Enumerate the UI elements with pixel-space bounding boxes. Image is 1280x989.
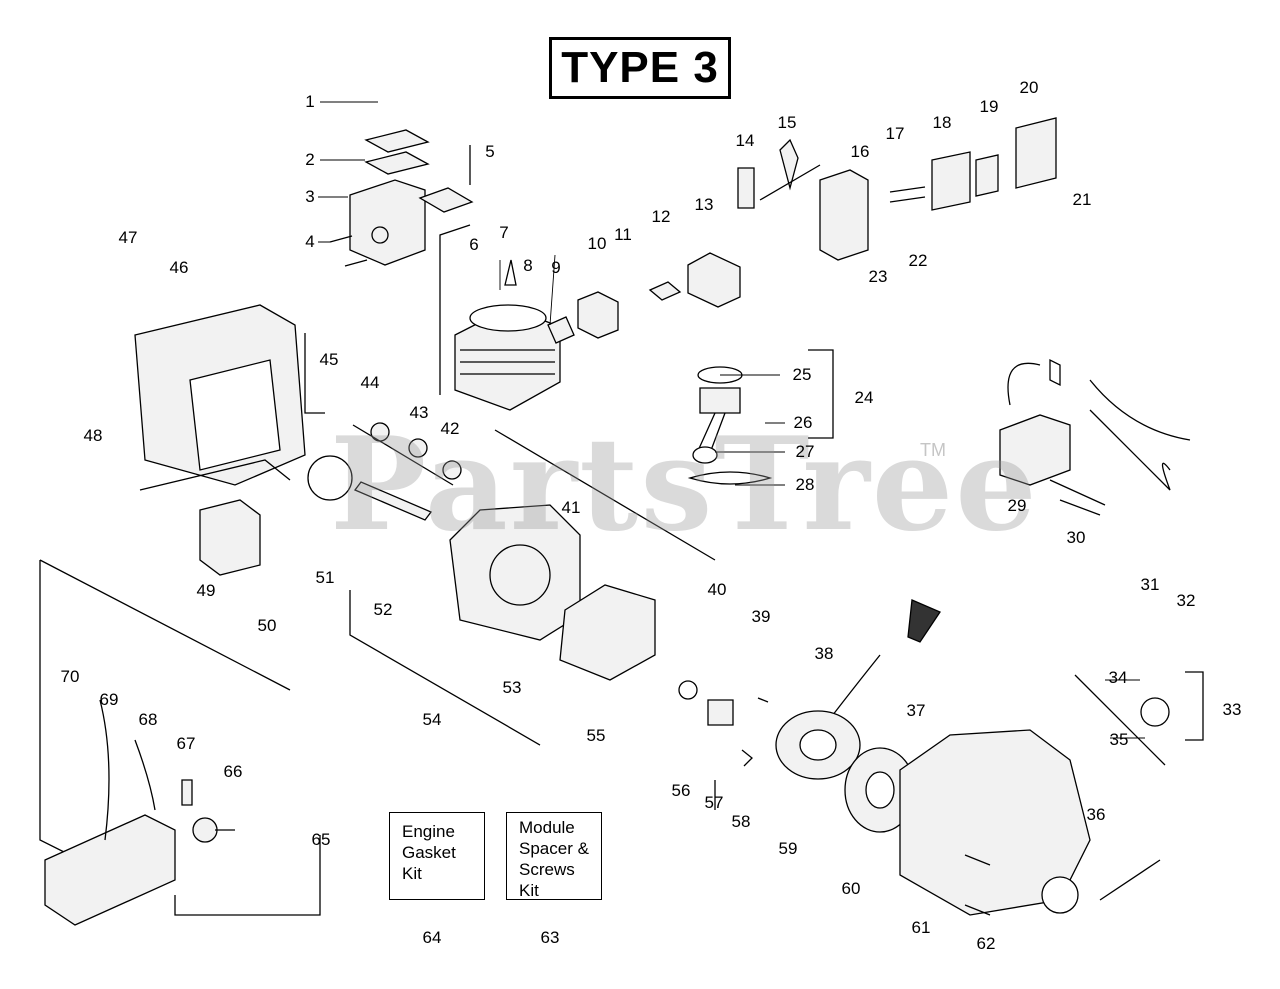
part-callout-41: 41 (561, 498, 581, 517)
part-callout-66: 66 (223, 762, 243, 781)
part-callout-58: 58 (731, 812, 751, 831)
part-callout-9: 9 (551, 258, 561, 277)
part-callout-7: 7 (499, 223, 509, 242)
kit-line: Spacer & (519, 839, 589, 858)
part-callout-14: 14 (735, 131, 755, 150)
part-callout-49: 49 (196, 581, 216, 600)
ignition-group (999, 358, 1191, 516)
kit-line: Kit (519, 881, 539, 900)
part-callout-27: 27 (795, 442, 815, 461)
part-callout-44: 44 (360, 373, 380, 392)
kit-line: Engine (402, 822, 455, 841)
part-callout-32: 32 (1176, 591, 1196, 610)
module-spacer-kit-box: Module Spacer & Screws Kit (506, 812, 602, 900)
crankcase-group (307, 422, 716, 746)
starter-group (678, 599, 941, 833)
part-callout-2: 2 (305, 150, 315, 169)
kit-line: Kit (402, 864, 422, 883)
part-callout-45: 45 (319, 350, 339, 369)
part-callout-33: 33 (1222, 700, 1242, 719)
part-callout-40: 40 (707, 580, 727, 599)
part-callout-69: 69 (99, 690, 119, 709)
part-callout-60: 60 (841, 879, 861, 898)
part-callout-57: 57 (704, 793, 724, 812)
part-callout-36: 36 (1086, 805, 1106, 824)
fuel-tank-group (44, 699, 321, 926)
part-callout-22: 22 (908, 251, 928, 270)
part-callout-16: 16 (850, 142, 870, 161)
cylinder-group (454, 252, 741, 411)
part-callout-67: 67 (176, 734, 196, 753)
part-callout-6: 6 (469, 235, 479, 254)
part-callout-68: 68 (138, 710, 158, 729)
part-callout-3: 3 (305, 187, 315, 206)
piston-group (687, 349, 834, 485)
muffler-group (329, 129, 474, 395)
kit-line: Gasket (402, 843, 456, 862)
part-callout-21: 21 (1072, 190, 1092, 209)
part-callout-4: 4 (305, 232, 315, 251)
part-callout-20: 20 (1019, 78, 1039, 97)
part-callout-34: 34 (1108, 668, 1128, 687)
part-callout-53: 53 (502, 678, 522, 697)
diagram-title: TYPE 3 (549, 37, 731, 99)
part-callout-39: 39 (751, 607, 771, 626)
part-callout-54: 54 (422, 710, 442, 729)
part-callout-65: 65 (311, 830, 331, 849)
part-callout-47: 47 (118, 228, 138, 247)
part-callout-50: 50 (257, 616, 277, 635)
part-callout-38: 38 (814, 644, 834, 663)
watermark-tm: TM (920, 440, 946, 460)
engine-gasket-kit-box: Engine Gasket Kit (389, 812, 485, 900)
part-callout-42: 42 (440, 419, 460, 438)
fan-housing (899, 671, 1204, 916)
part-callout-29: 29 (1007, 496, 1027, 515)
part-callout-28: 28 (795, 475, 815, 494)
air-filter-group (737, 117, 1057, 261)
part-callout-48: 48 (83, 426, 103, 445)
part-callout-64: 64 (422, 928, 442, 947)
part-callout-24: 24 (854, 388, 874, 407)
part-callout-56: 56 (671, 781, 691, 800)
part-callout-37: 37 (906, 701, 926, 720)
part-callout-62: 62 (976, 934, 996, 953)
part-callout-11: 11 (614, 225, 632, 244)
part-callout-46: 46 (169, 258, 189, 277)
part-callout-18: 18 (932, 113, 952, 132)
part-callout-59: 59 (778, 839, 798, 858)
part-callout-15: 15 (777, 113, 797, 132)
part-callout-13: 13 (694, 195, 714, 214)
part-callout-1: 1 (305, 92, 315, 111)
part-callout-23: 23 (868, 267, 888, 286)
part-callout-61: 61 (911, 918, 931, 937)
part-callout-10: 10 (587, 234, 607, 253)
part-callout-43: 43 (409, 403, 429, 422)
part-callout-70: 70 (60, 667, 80, 686)
part-callout-35: 35 (1109, 730, 1129, 749)
part-callout-5: 5 (485, 142, 495, 161)
part-callout-30: 30 (1066, 528, 1086, 547)
part-callout-26: 26 (793, 413, 813, 432)
kit-line: Module (519, 818, 575, 837)
part-callout-17: 17 (885, 124, 905, 143)
part-callout-31: 31 (1140, 575, 1160, 594)
kit-line: Screws (519, 860, 575, 879)
part-callout-55: 55 (586, 726, 606, 745)
part-callout-51: 51 (315, 568, 335, 587)
part-callout-8: 8 (523, 256, 533, 275)
part-callout-52: 52 (373, 600, 393, 619)
part-callout-25: 25 (792, 365, 812, 384)
part-callout-19: 19 (979, 97, 999, 116)
engine-housing (39, 304, 325, 871)
part-callout-12: 12 (651, 207, 671, 226)
leader-lines (318, 101, 1145, 739)
part-callout-63: 63 (540, 928, 560, 947)
